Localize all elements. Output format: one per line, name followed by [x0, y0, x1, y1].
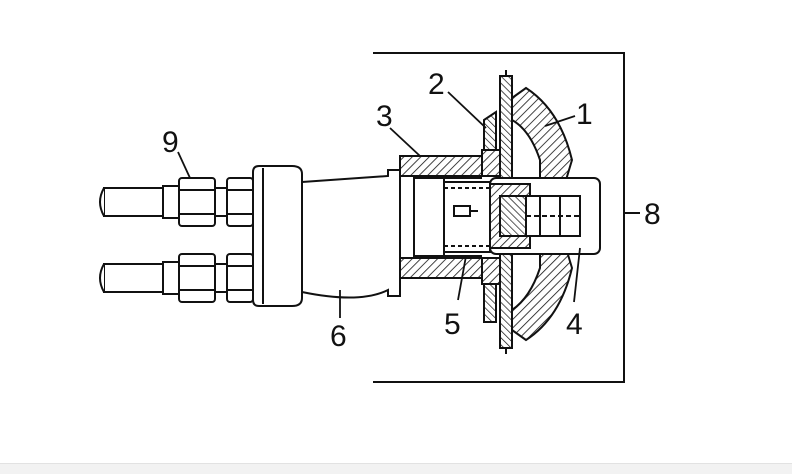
piston-rod — [443, 181, 491, 253]
hydraulic-cylinder — [252, 165, 401, 307]
label-8: 8 — [644, 198, 661, 231]
hub-component — [511, 86, 574, 342]
hose-fitting-upper — [162, 177, 254, 227]
hydraulic-hose-upper — [99, 187, 165, 217]
shaft-nut — [489, 177, 601, 255]
label-2: 2 — [428, 68, 445, 101]
label-9: 9 — [162, 126, 179, 159]
label-1: 1 — [576, 98, 593, 131]
label-4: 4 — [566, 308, 583, 341]
label-3: 3 — [376, 100, 393, 133]
label-6: 6 — [330, 320, 347, 353]
hydraulic-hose-lower — [99, 263, 165, 293]
puller-cup — [481, 110, 501, 323]
bracket-frame — [373, 52, 640, 383]
bottom-strip — [0, 463, 792, 474]
label-5: 5 — [444, 308, 461, 341]
leader-lines — [177, 91, 581, 318]
hose-fitting-lower — [162, 253, 254, 303]
